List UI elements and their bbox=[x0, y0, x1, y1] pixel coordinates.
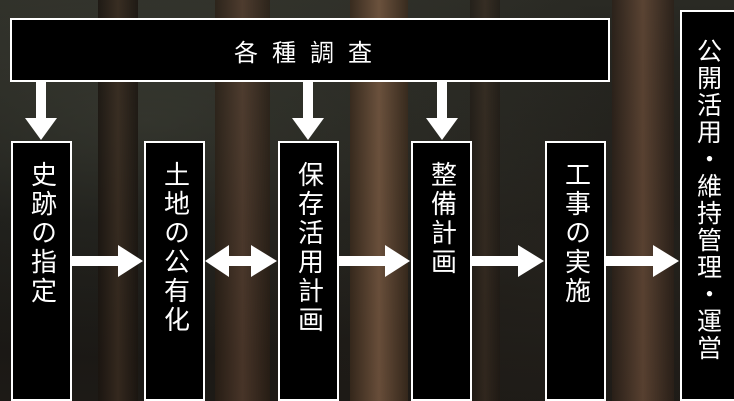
tree-trunk bbox=[612, 0, 674, 401]
step-label: 整備計画 bbox=[426, 161, 457, 277]
step-land: 土地の公有化 bbox=[144, 141, 205, 401]
step-preservation-plan: 保存活用計画 bbox=[278, 141, 339, 401]
step-maintenance-plan: 整備計画 bbox=[411, 141, 472, 401]
step-label: 土地の公有化 bbox=[159, 161, 190, 335]
step-label: 史跡の指定 bbox=[26, 161, 57, 306]
step-label: 工事の実施 bbox=[560, 161, 591, 306]
survey-bar: 各種調査 bbox=[10, 18, 610, 82]
arrow-down bbox=[426, 82, 458, 140]
arrow-down bbox=[292, 82, 324, 140]
step-designation: 史跡の指定 bbox=[11, 141, 72, 401]
arrow-right bbox=[339, 245, 410, 277]
arrow-down bbox=[25, 82, 57, 140]
arrow-right bbox=[472, 245, 544, 277]
arrow-right bbox=[72, 245, 143, 277]
final-step-label: 公開活用・維持管理・運営 bbox=[693, 38, 723, 362]
final-step: 公開活用・維持管理・運営 bbox=[680, 10, 734, 401]
arrow-double bbox=[205, 245, 277, 277]
survey-label: 各種調査 bbox=[234, 38, 386, 67]
step-label: 保存活用計画 bbox=[293, 161, 324, 335]
step-construction: 工事の実施 bbox=[545, 141, 606, 401]
arrow-right bbox=[606, 245, 679, 277]
